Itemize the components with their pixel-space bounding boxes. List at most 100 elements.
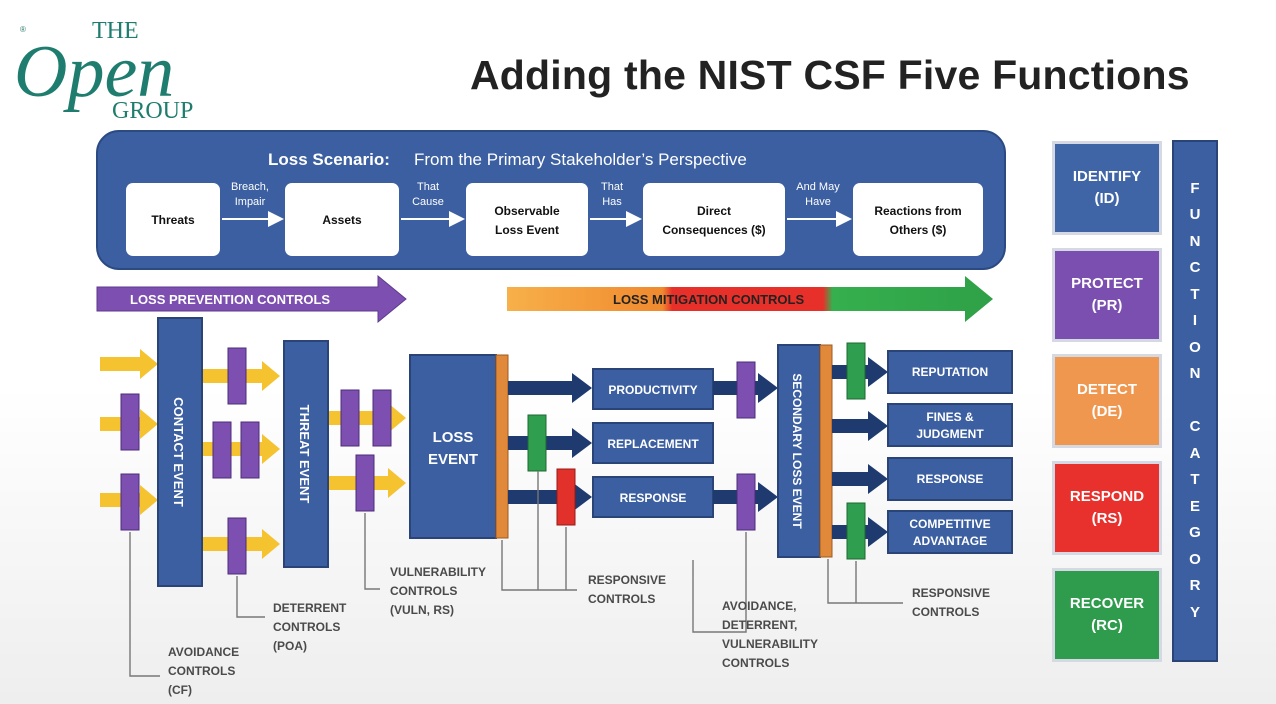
outcome-replacement [592, 422, 714, 464]
outcome-response-label: RESPONSE [620, 491, 687, 505]
threat-event-label: THREAT EVENT [297, 405, 312, 504]
loss-scenario-title: Loss Scenario: [268, 150, 390, 169]
primary-arrow-1 [508, 373, 592, 403]
category-letter: O [1189, 550, 1201, 568]
step-observable-label-1: Observable [494, 204, 560, 218]
secondary-outcome-response-label: RESPONSE [917, 472, 984, 486]
secondary-control-purple-2 [736, 473, 756, 531]
secondary-outcome-fines-label-2: JUDGMENT [916, 427, 984, 441]
function-respond-name: RESPOND [1069, 488, 1145, 505]
secondary-outcome-competitive-label-2: ADVANTAGE [913, 534, 987, 548]
step-threats-label: Threats [151, 213, 195, 227]
deterrent-control-4 [227, 517, 247, 575]
svg-text:(VULN, RS): (VULN, RS) [390, 603, 454, 617]
category-letter: C [1189, 418, 1201, 436]
deterrent-control-1 [227, 347, 247, 405]
function-protect-abbr: (PR) [1091, 297, 1123, 314]
step-threats [126, 183, 220, 256]
secondary-loss-event-label: SECONDARY LOSS EVENT [790, 373, 804, 529]
function-detect-abbr: (DE) [1091, 403, 1123, 420]
category-letter: O [1189, 338, 1201, 356]
secondary-outcome-reputation-label: REPUTATION [912, 365, 988, 379]
svg-text:Has: Has [602, 196, 622, 208]
logo-the: THE [92, 18, 139, 44]
secondary-control-purple-1 [736, 361, 756, 419]
loss-prevention-label: LOSS PREVENTION CONTROLS [130, 292, 330, 307]
logo-group: GROUP [112, 98, 193, 124]
responsive-control-green-3 [846, 502, 866, 560]
loss-event-label-2: EVENT [428, 451, 478, 468]
function-recover: RECOVER (RC) [1052, 568, 1162, 662]
secondary-outcome-response [887, 457, 1013, 501]
svg-text:And May: And May [796, 181, 840, 193]
step-reactions-label-2: Others ($) [890, 223, 947, 237]
function-recover-name: RECOVER [1069, 595, 1145, 612]
threat-event-box [283, 340, 329, 568]
function-protect: PROTECT (PR) [1052, 248, 1162, 342]
svg-text:DETERRENT: DETERRENT [273, 601, 347, 615]
logo-open: Open [14, 31, 174, 113]
loss-event-label-1: LOSS [433, 429, 474, 446]
step-reactions [853, 183, 983, 256]
control-label-avoidance-deterrent: AVOIDANCE, DETERRENT, VULNERABILITY CONT… [722, 599, 818, 670]
loss-event-orange-strip [495, 354, 509, 539]
primary-arrow-3 [508, 482, 592, 512]
outcome-replacement-label: REPLACEMENT [607, 437, 699, 451]
connector-cause: That Cause [401, 181, 465, 227]
control-label-vulnerability: VULNERABILITY CONTROLS (VULN, RS) [390, 565, 486, 617]
svg-text:(CF): (CF) [168, 683, 192, 697]
category-letter: T [1190, 471, 1200, 489]
control-label-responsive-2: RESPONSIVE CONTROLS [912, 586, 990, 619]
step-assets-label: Assets [322, 213, 362, 227]
svg-text:AVOIDANCE: AVOIDANCE [168, 645, 239, 659]
svg-text:RESPONSIVE: RESPONSIVE [588, 573, 666, 587]
avoidance-control-1 [120, 393, 140, 451]
connector-has: That Has [590, 181, 642, 227]
svg-text:RESPONSIVE: RESPONSIVE [912, 586, 990, 600]
svg-text:Have: Have [805, 196, 831, 208]
outcome-productivity-label: PRODUCTIVITY [608, 383, 697, 397]
loss-mitigation-band [507, 276, 993, 322]
logo-reg: ® [20, 25, 26, 34]
svg-text:CONTROLS: CONTROLS [722, 656, 789, 670]
callout-lines [129, 471, 903, 677]
svg-text:CONTROLS: CONTROLS [588, 592, 655, 606]
function-respond-abbr: (RS) [1091, 510, 1123, 527]
responsive-control-green-1 [527, 414, 547, 472]
function-detect: DETECT (DE) [1052, 354, 1162, 448]
secondary-outcome-fines-label-1: FINES & [926, 410, 974, 424]
loss-scenario-subtitle: From the Primary Stakeholder’s Perspecti… [414, 150, 747, 169]
svg-text:Breach,: Breach, [231, 181, 269, 193]
secondary-outcome-competitive [887, 510, 1013, 554]
category-letter: G [1189, 524, 1201, 542]
page-title: Adding the NIST CSF Five Functions [470, 52, 1190, 98]
avoidance-control-2 [120, 473, 140, 531]
contact-event-box [157, 317, 203, 587]
step-assets [285, 183, 399, 256]
responsive-control-red-1 [556, 468, 576, 526]
svg-text:That: That [417, 181, 439, 193]
svg-text:VULNERABILITY: VULNERABILITY [390, 565, 486, 579]
control-label-deterrent: DETERRENT CONTROLS (POA) [273, 601, 347, 653]
step-direct-label-2: Consequences ($) [662, 223, 765, 237]
svg-text:CONTROLS: CONTROLS [168, 664, 235, 678]
control-label-responsive-1: RESPONSIVE CONTROLS [588, 573, 666, 606]
input-arrow-1 [100, 349, 158, 379]
category-letter: F [1190, 179, 1200, 197]
loss-prevention-band [96, 274, 407, 324]
step-direct-consequences [643, 183, 785, 256]
secondary-outcome-competitive-label-1: COMPETITIVE [909, 517, 990, 531]
svg-text:(POA): (POA) [273, 639, 307, 653]
secondary-arrow-2 [832, 411, 888, 441]
function-identify-abbr: (ID) [1094, 190, 1120, 207]
deterrent-control-2 [212, 421, 232, 479]
secondary-outcome-fines [887, 403, 1013, 447]
function-recover-abbr: (RC) [1091, 617, 1123, 634]
svg-text:Cause: Cause [412, 196, 444, 208]
function-identify-name: IDENTIFY [1072, 168, 1142, 185]
category-letter [1193, 388, 1197, 415]
svg-text:AVOIDANCE,: AVOIDANCE, [722, 599, 796, 613]
step-reactions-label-1: Reactions from [874, 204, 961, 218]
connector-may-have: And May Have [787, 181, 852, 227]
